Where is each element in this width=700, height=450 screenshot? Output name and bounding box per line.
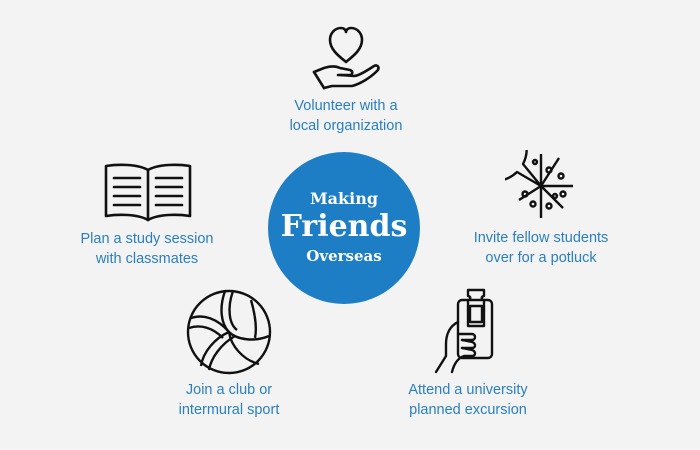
- item-potluck-line1: Invite fellow students: [473, 230, 609, 246]
- heart-in-hand-icon: [312, 26, 380, 90]
- item-excursion-label: Attend a university planned excursion: [373, 380, 563, 420]
- item-sport-line2: intermural sport: [178, 402, 280, 418]
- item-sport-label: Join a club or intermural sport: [134, 380, 324, 420]
- item-volunteer-label: Volunteer with a local organization: [251, 96, 441, 136]
- item-volunteer-line1: Volunteer with a: [294, 98, 398, 114]
- center-title-line2: Friends: [280, 209, 408, 244]
- pizza-icon: [505, 150, 573, 218]
- item-volunteer-line2: local organization: [289, 118, 403, 134]
- center-title-line1: Making: [309, 189, 379, 208]
- item-study-line2: with classmates: [95, 251, 199, 267]
- volleyball-icon: [186, 289, 272, 375]
- item-sport-line1: Join a club or: [185, 382, 273, 398]
- item-excursion-line2: planned excursion: [409, 402, 527, 418]
- open-book-icon: [104, 163, 192, 222]
- item-study-line1: Plan a study session: [80, 231, 214, 247]
- center-title-line3: Overseas: [306, 247, 382, 265]
- item-potluck-line2: over for a potluck: [485, 250, 597, 266]
- center-circle: Making Friends Overseas: [268, 152, 420, 304]
- item-potluck-label: Invite fellow students over for a potluc…: [446, 228, 636, 268]
- item-study-label: Plan a study session with classmates: [52, 229, 242, 269]
- item-excursion-line1: Attend a university: [408, 382, 528, 398]
- phone-ticket-icon: [434, 288, 494, 374]
